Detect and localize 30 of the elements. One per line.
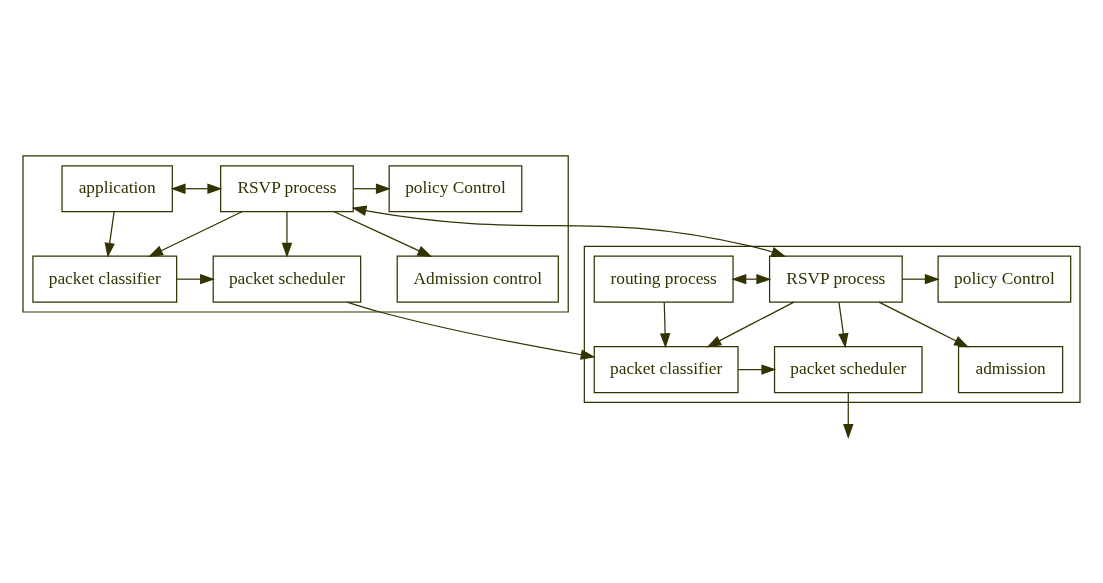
node-box: Admission control (396, 255, 559, 303)
arrow (731, 273, 772, 284)
arrow (352, 183, 391, 194)
cluster (22, 154, 569, 313)
node-box: packet classifier (593, 345, 739, 393)
arrow (170, 183, 223, 194)
node-box: packet scheduler (212, 255, 362, 303)
node-box: admission (957, 345, 1064, 393)
arrow (104, 210, 115, 258)
node-box: application (61, 164, 173, 212)
arrow (706, 301, 795, 347)
arrow (659, 301, 671, 348)
arrow (346, 301, 596, 360)
arrow (901, 273, 940, 284)
arrow (843, 391, 854, 439)
arrow (351, 205, 787, 257)
node-box: RSVP process (768, 255, 903, 303)
node-box: packet scheduler (773, 345, 923, 393)
arrow (333, 210, 433, 257)
node-box: routing process (593, 255, 734, 303)
arrow (838, 301, 849, 348)
node-box: packet classifier (32, 255, 178, 303)
arrow (878, 301, 969, 347)
node-box: policy Control (937, 255, 1072, 303)
arrow (737, 363, 777, 375)
arrow (281, 210, 293, 258)
node-box: RSVP process (220, 164, 354, 212)
arrow (148, 210, 243, 257)
node-box: policy Control (388, 164, 523, 212)
arrow (176, 273, 215, 284)
